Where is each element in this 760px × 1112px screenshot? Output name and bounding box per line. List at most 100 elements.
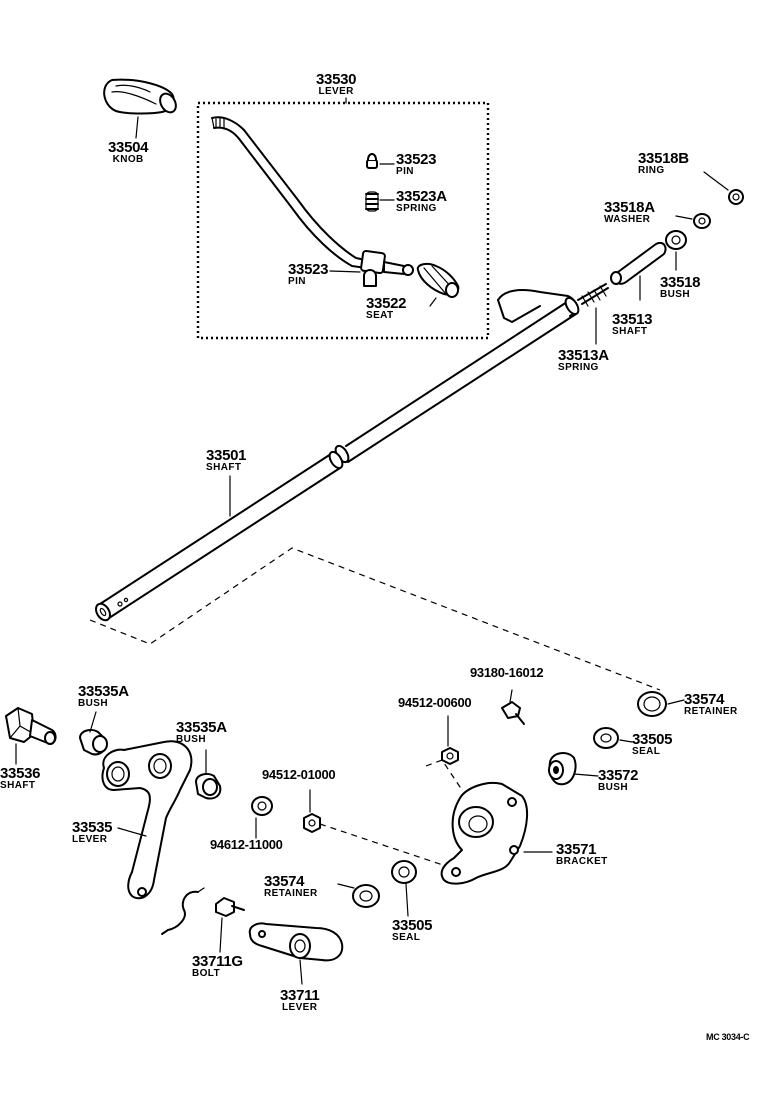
seal-right-part (593, 727, 633, 749)
label-nut-small: 94512-00600 (398, 695, 472, 710)
pin-upper-part (366, 153, 395, 169)
washer-part (675, 213, 711, 229)
knob-part (103, 78, 177, 139)
main-shaft-part (95, 289, 580, 622)
part-number: 33536 (0, 765, 41, 782)
label-seat: 33522 SEAT (366, 295, 407, 321)
label-bracket: 33571 BRACKET (556, 842, 608, 867)
part-name: LEVER (318, 86, 354, 97)
part-number: 33522 (366, 295, 407, 312)
alignment-lines (89, 547, 661, 869)
bracket-part (440, 782, 553, 885)
part-name: RETAINER (264, 888, 318, 899)
part-name: BUSH (176, 734, 206, 745)
part-number: 33523 (396, 151, 437, 168)
bolt-part (215, 897, 245, 953)
label-washer: 33518A WASHER (604, 200, 655, 225)
part-number: 33518B (638, 150, 689, 167)
lower-lever-part (101, 740, 193, 900)
label-bush-upper: 33518 BUSH (660, 274, 701, 300)
label-spring-lever: 33523A SPRING (396, 189, 447, 214)
part-name: BUSH (660, 289, 690, 300)
part-name: SPRING (558, 362, 599, 373)
figure-code: MC 3034-C (706, 1032, 750, 1042)
part-number: 33574 (684, 691, 725, 708)
part-name: SEAL (632, 746, 661, 757)
part-number: 33501 (206, 447, 247, 464)
label-small-lever: 33711 LEVER (280, 987, 320, 1013)
part-number: 94612-11000 (210, 837, 283, 852)
bush-upper-part (665, 230, 687, 271)
spring-clip-part (161, 887, 205, 935)
part-name: SEAT (366, 310, 394, 321)
part-number: 33505 (632, 731, 673, 748)
part-name: PIN (396, 166, 414, 177)
part-number: 33711 (280, 987, 320, 1004)
part-number: 94512-00600 (398, 695, 472, 710)
part-number: 94512-01000 (262, 767, 336, 782)
part-name: RETAINER (684, 706, 738, 717)
label-retainer-left: 33574 RETAINER (264, 874, 318, 899)
label-knob: 33504 KNOB (108, 139, 149, 165)
bush-a1-part (79, 711, 108, 756)
part-name: SHAFT (0, 780, 36, 791)
mid-washer-part (251, 796, 273, 839)
part-number: 33523 (288, 261, 329, 278)
bolt-small-part (501, 689, 525, 725)
label-seal-right: 33505 SEAL (632, 731, 673, 757)
part-number: 33504 (108, 139, 149, 156)
part-name: BUSH (598, 782, 628, 793)
part-name: SHAFT (206, 462, 242, 473)
seat-part (416, 262, 460, 307)
label-ring: 33518B RING (638, 151, 689, 176)
part-name: PIN (288, 276, 306, 287)
part-name: RING (638, 165, 665, 176)
label-lever-assembly: 33530 LEVER (316, 71, 357, 97)
short-shaft-part (610, 242, 667, 301)
label-spring-shaft: 33513A SPRING (558, 348, 609, 373)
retainer-left-part (337, 883, 380, 908)
part-number: 33535A (176, 719, 227, 736)
part-number: 33513 (612, 311, 653, 328)
part-number: 33574 (264, 873, 305, 890)
label-bush-a1: 33535A BUSH (78, 684, 129, 709)
retainer-right-part (637, 691, 685, 717)
seal-left-part (391, 860, 417, 917)
part-name: BRACKET (556, 856, 608, 867)
ring-part (703, 171, 744, 205)
part-number: 33530 (316, 71, 357, 88)
part-number: 33518A (604, 199, 655, 216)
part-name: SHAFT (612, 326, 648, 337)
part-number: 33711G (192, 953, 243, 970)
bush-right-part (548, 752, 599, 786)
part-number: 93180-16012 (470, 665, 544, 680)
label-short-shaft: 33513 SHAFT (612, 311, 653, 337)
spring-lever-part (365, 191, 395, 212)
lever-assembly-frame (196, 97, 490, 340)
mid-nut-part (303, 789, 321, 833)
pin-lower-part (329, 269, 377, 287)
label-washer-mid: 94612-11000 (210, 838, 283, 851)
part-name: WASHER (604, 214, 651, 225)
label-main-shaft: 33501 SHAFT (206, 447, 247, 473)
part-number: 33513A (558, 347, 609, 364)
label-pin-upper: 33523 PIN (396, 151, 437, 177)
part-name: SPRING (396, 203, 437, 214)
label-bolt-small: 93180-16012 (470, 665, 544, 680)
part-name: LEVER (282, 1002, 318, 1013)
bush-a2-part (195, 749, 222, 800)
label-bolt: 33711G BOLT (192, 954, 243, 979)
label-seal-left: 33505 SEAL (392, 917, 433, 943)
label-pin-lower: 33523 PIN (288, 261, 329, 287)
label-lower-lever: 33535 LEVER (72, 819, 113, 845)
part-number: 33518 (660, 274, 701, 291)
label-retainer-right: 33574 RETAINER (684, 692, 738, 717)
part-name: KNOB (112, 154, 144, 165)
part-number: 33535 (72, 819, 113, 836)
part-number: 33571 (556, 841, 597, 858)
part-number: 33505 (392, 917, 433, 934)
spring-shaft-part (577, 283, 609, 345)
lever-rod-part (211, 116, 414, 276)
part-name: BUSH (78, 698, 108, 709)
